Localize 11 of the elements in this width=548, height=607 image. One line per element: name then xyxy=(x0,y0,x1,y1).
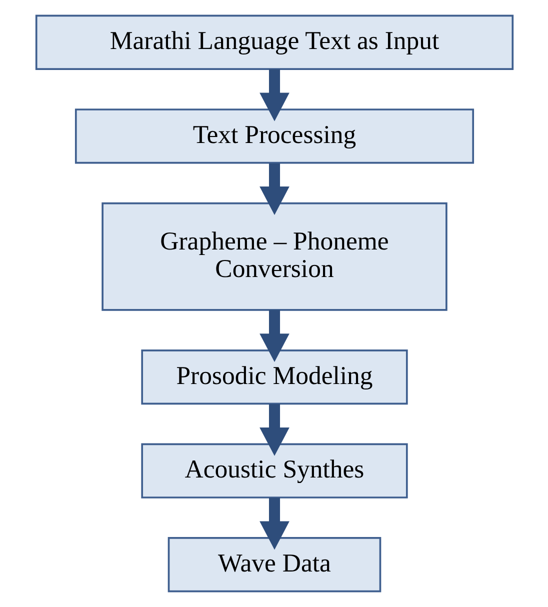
node-box: Grapheme – Phoneme Conversion xyxy=(101,202,447,311)
arrow xyxy=(259,163,289,215)
node-box: Prosodic Modeling xyxy=(140,349,408,405)
node-box: Wave Data xyxy=(167,537,381,592)
node-box: Acoustic Synthes xyxy=(140,443,408,498)
arrow xyxy=(259,498,289,550)
arrow xyxy=(259,69,289,122)
node-box: Marathi Language Text as Input xyxy=(34,14,514,70)
arrow xyxy=(259,404,289,456)
node-box: Text Processing xyxy=(74,108,474,164)
arrow xyxy=(259,310,289,362)
